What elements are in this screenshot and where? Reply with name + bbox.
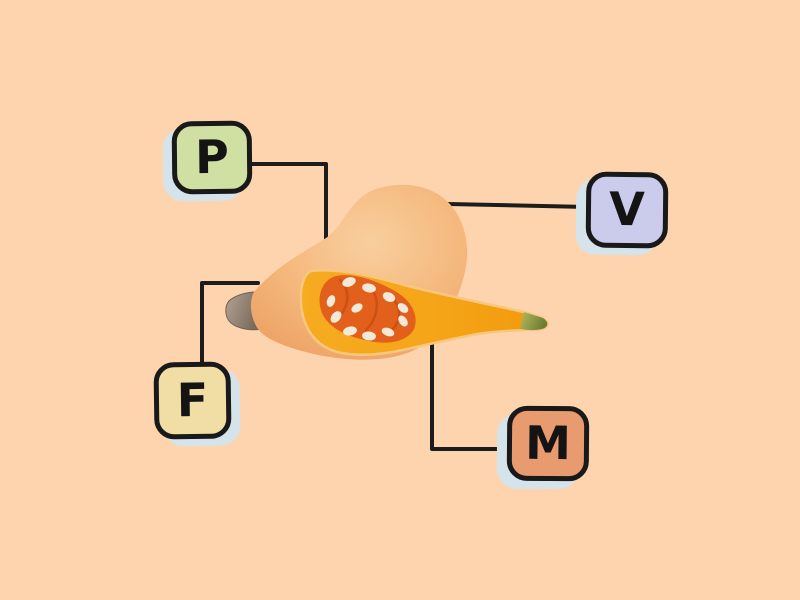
label-tile-m: M — [506, 405, 590, 482]
connector-line-v — [446, 202, 590, 209]
label-letter-f: F — [176, 372, 209, 427]
label-letter-p: P — [194, 129, 230, 184]
label-letter-m: M — [524, 415, 572, 470]
connector-line-p — [248, 162, 328, 250]
label-tile-p: P — [171, 120, 253, 195]
squash-half — [299, 269, 549, 357]
label-tile-v: V — [585, 171, 669, 249]
connector-line-m — [430, 334, 511, 451]
squash-seeds — [326, 277, 409, 341]
connector-lines — [200, 162, 590, 451]
squash-tip — [520, 312, 548, 331]
connector-line-f — [200, 281, 260, 368]
label-letter-v: V — [608, 181, 646, 237]
label-tile-f: F — [153, 361, 232, 440]
seed-cavity — [319, 275, 416, 343]
